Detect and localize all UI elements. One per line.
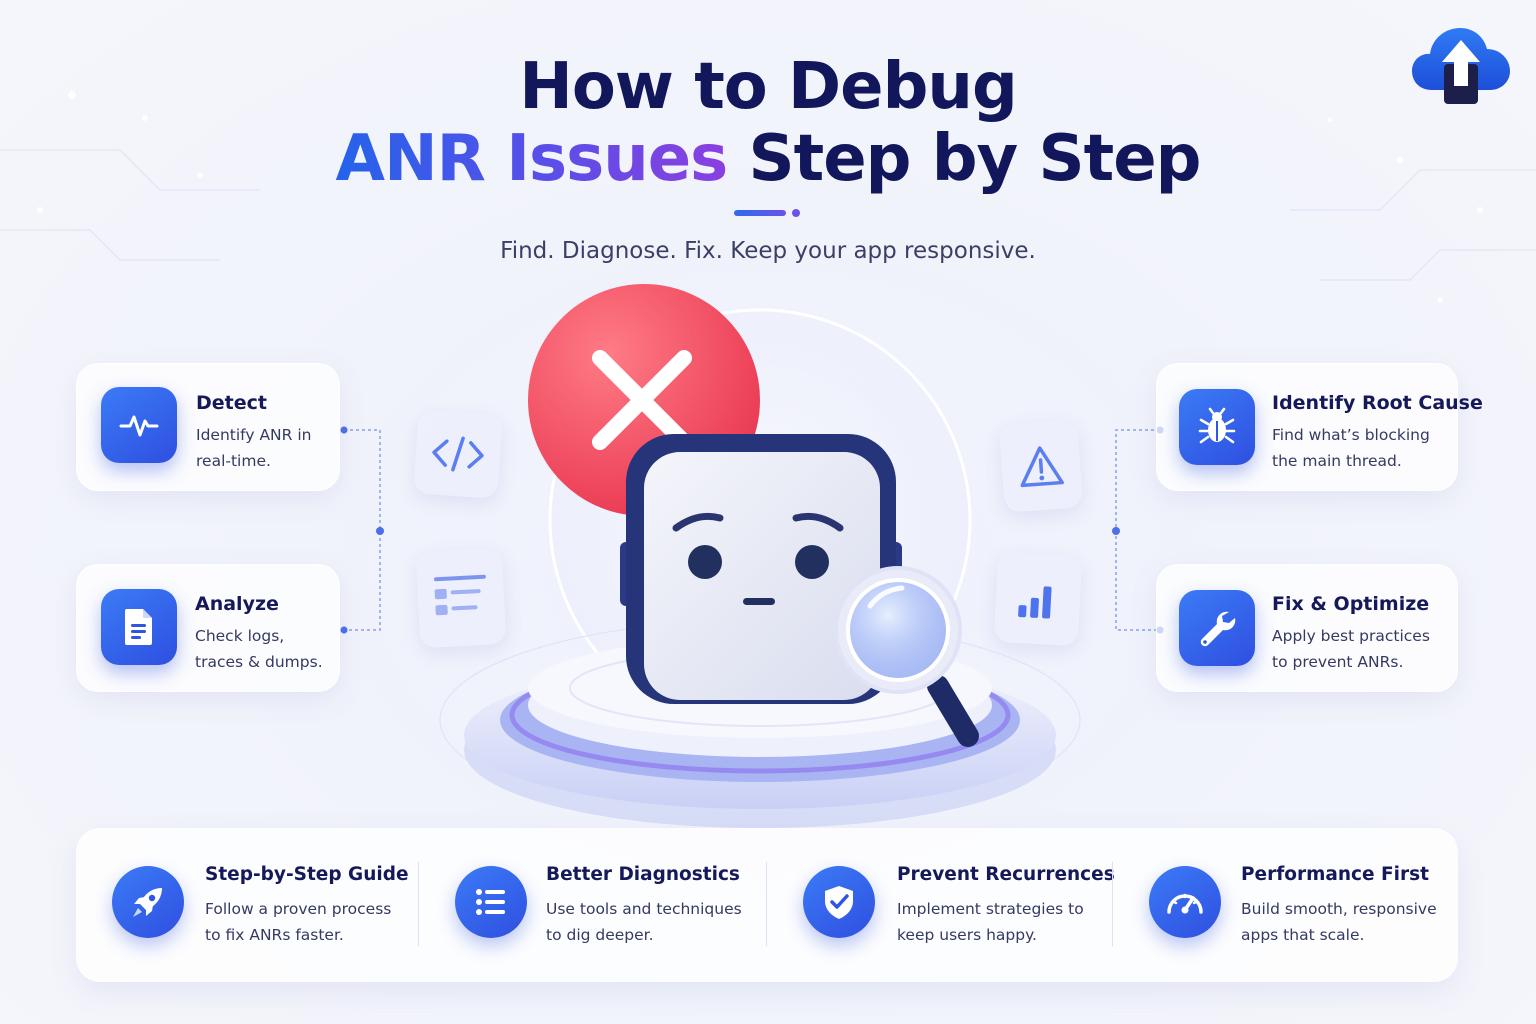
step-card-fix-optimize: Fix & Optimize Apply best practices to p… [1156, 564, 1458, 692]
title-underline-dot [792, 209, 800, 217]
magnifying-glass-icon [834, 566, 979, 747]
step-title: Identify Root Cause [1272, 392, 1483, 414]
benefit-title: Better Diagnostics [546, 864, 740, 885]
page-title-line-1: How to Debug [519, 50, 1018, 124]
step-description: Apply best practices to prevent ANRs. [1272, 627, 1430, 671]
left-connector-lines [340, 426, 384, 634]
benefit-icon-circle [1149, 866, 1221, 938]
benefit-title: Step-by-Step Guide [205, 864, 409, 885]
benefit-title: Prevent Recurrences [897, 864, 1115, 885]
benefit-icon-circle [803, 866, 875, 938]
step-icon-tile [101, 387, 177, 463]
step-card-identify-root-cause: Identify Root Cause Find what’s blocking… [1156, 363, 1483, 491]
benefit-icon-circle [112, 866, 184, 938]
step-description: Find what’s blocking the main thread. [1272, 426, 1430, 470]
separator [766, 862, 767, 946]
step-icon-tile [101, 589, 177, 665]
benefit-step-by-step-guide: Step-by-Step Guide Follow a proven proce… [76, 828, 416, 982]
benefit-description: Implement strategies to keep users happy… [897, 900, 1084, 944]
benefit-title: Performance First [1241, 864, 1429, 885]
title-accent: ANR Issues [335, 122, 729, 196]
sad-robot-face [620, 434, 902, 704]
step-card-detect: Detect Identify ANR in real-time. [76, 363, 340, 491]
benefit-prevent-recurrences: Prevent Recurrences Implement strategies… [767, 828, 1115, 982]
benefit-description: Build smooth, responsive apps that scale… [1241, 900, 1437, 944]
speedometer-icon [1167, 893, 1203, 914]
benefit-icon-circle [455, 866, 527, 938]
shield-icon [825, 886, 853, 919]
title-rest: Step by Step [748, 122, 1202, 196]
benefit-performance-first: Performance First Build smooth, responsi… [1113, 828, 1458, 982]
hero-illustration [439, 284, 1081, 828]
cloud-upload-logo-icon [1412, 28, 1510, 104]
bug-icon [1198, 407, 1236, 444]
document-icon [125, 609, 152, 645]
page-title-line-2: ANR Issues Step by Step [0, 122, 1536, 196]
step-title: Analyze [195, 593, 279, 615]
warning-tile [999, 419, 1083, 513]
step-title: Detect [196, 392, 267, 414]
benefit-description: Follow a proven process to fix ANRs fast… [205, 900, 392, 944]
title-underline [734, 210, 786, 216]
pulse-icon [119, 415, 159, 437]
log-window-tile [415, 547, 507, 649]
list-icon [476, 889, 505, 915]
code-icon [432, 436, 484, 472]
bar-chart-icon [1018, 586, 1052, 619]
log-window-icon [433, 574, 486, 616]
benefits-bar: Step-by-Step Guide Follow a proven proce… [76, 828, 1458, 982]
step-title: Fix & Optimize [1272, 593, 1430, 615]
wrench-icon [1200, 611, 1236, 647]
separator [1112, 862, 1113, 946]
step-card-analyze: Analyze Check logs, traces & dumps. [76, 564, 340, 692]
step-icon-tile [1179, 590, 1255, 666]
rocket-icon [133, 888, 162, 917]
code-tile [413, 409, 503, 499]
page-subtitle: Find. Diagnose. Fix. Keep your app respo… [500, 238, 1036, 264]
warning-icon [1020, 446, 1064, 488]
step-description: Identify ANR in real-time. [196, 426, 312, 470]
bar-chart-tile [993, 551, 1083, 647]
benefit-description: Use tools and techniques to dig deeper. [546, 900, 742, 944]
step-icon-tile [1179, 389, 1255, 465]
benefit-better-diagnostics: Better Diagnostics Use tools and techniq… [419, 828, 765, 982]
step-description: Check logs, traces & dumps. [195, 627, 323, 671]
separator [418, 862, 419, 946]
